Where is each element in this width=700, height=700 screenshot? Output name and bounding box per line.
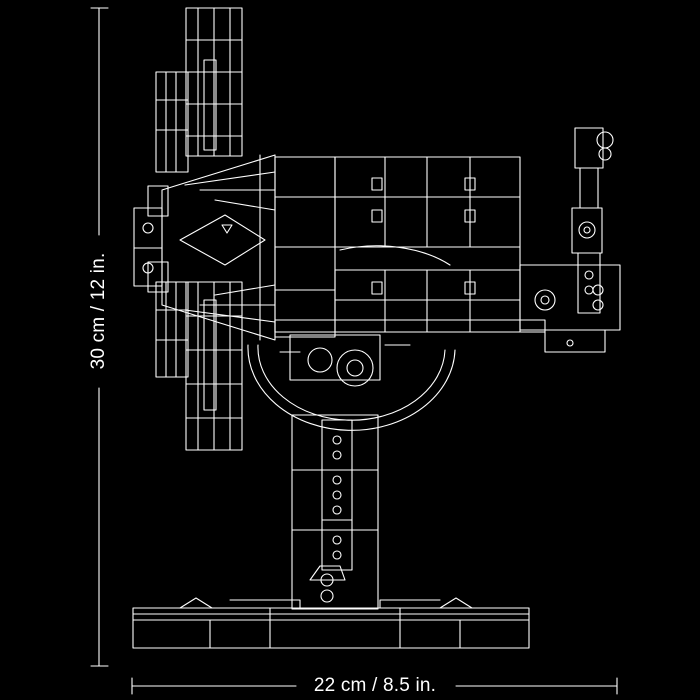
telescope-main-tube (274, 156, 521, 338)
base-plate (132, 597, 530, 649)
height-dimension-label: 30 cm / 12 in. (88, 252, 109, 370)
turntable-ring (247, 334, 456, 431)
telescope-aft-section (161, 154, 276, 341)
aperture-door (571, 127, 614, 314)
height-dimension-line (90, 7, 109, 667)
solar-array-upper (155, 7, 243, 173)
support-arm (274, 264, 621, 353)
stand-column (291, 414, 379, 610)
width-dimension-line (131, 677, 618, 695)
width-dimension-label: 22 cm / 8.5 in. (313, 675, 437, 696)
solar-array-lower (155, 281, 243, 451)
aft-bulkhead (133, 185, 169, 293)
